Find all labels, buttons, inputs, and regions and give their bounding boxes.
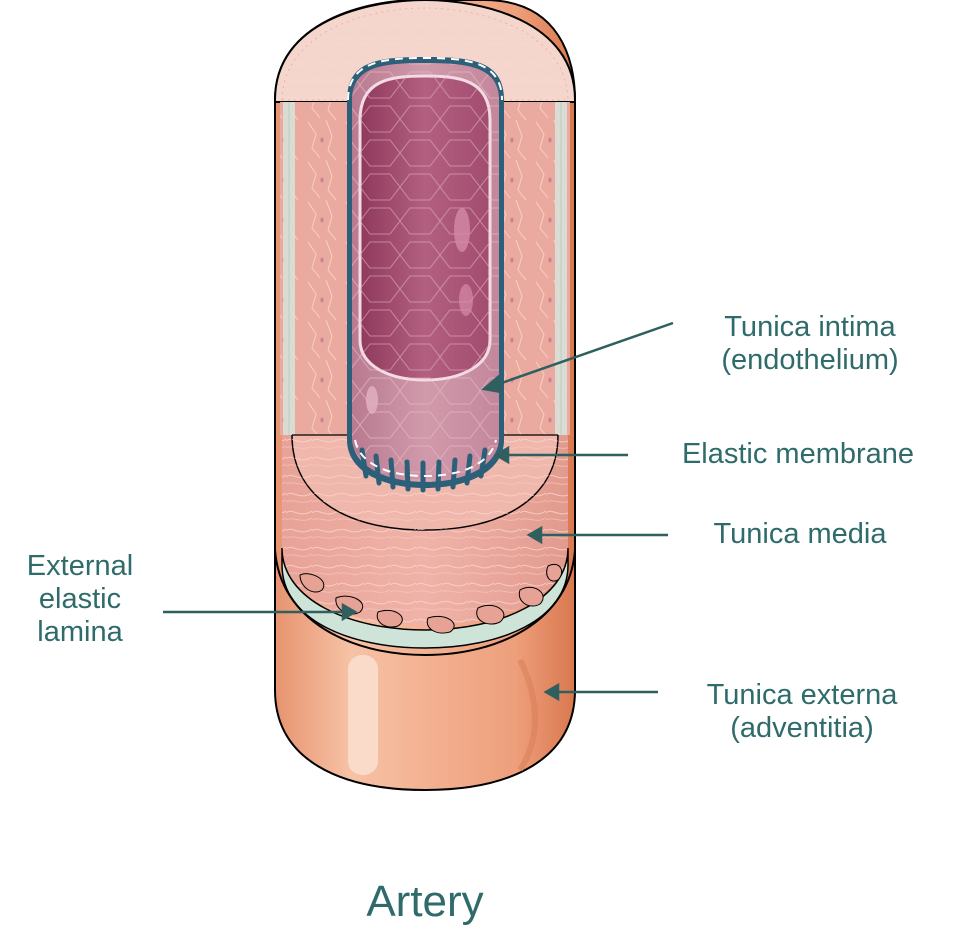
label-tunica-media: Tunica media <box>675 518 925 551</box>
label-external-elastic-lamina: External elastic lamina <box>0 550 160 649</box>
label-tunica-intima: Tunica intima (endothelium) <box>680 311 940 377</box>
label-tunica-externa: Tunica externa (adventitia) <box>672 679 932 745</box>
label-elastic-membrane: Elastic membrane <box>648 438 948 471</box>
diagram-title: Artery <box>325 878 525 926</box>
